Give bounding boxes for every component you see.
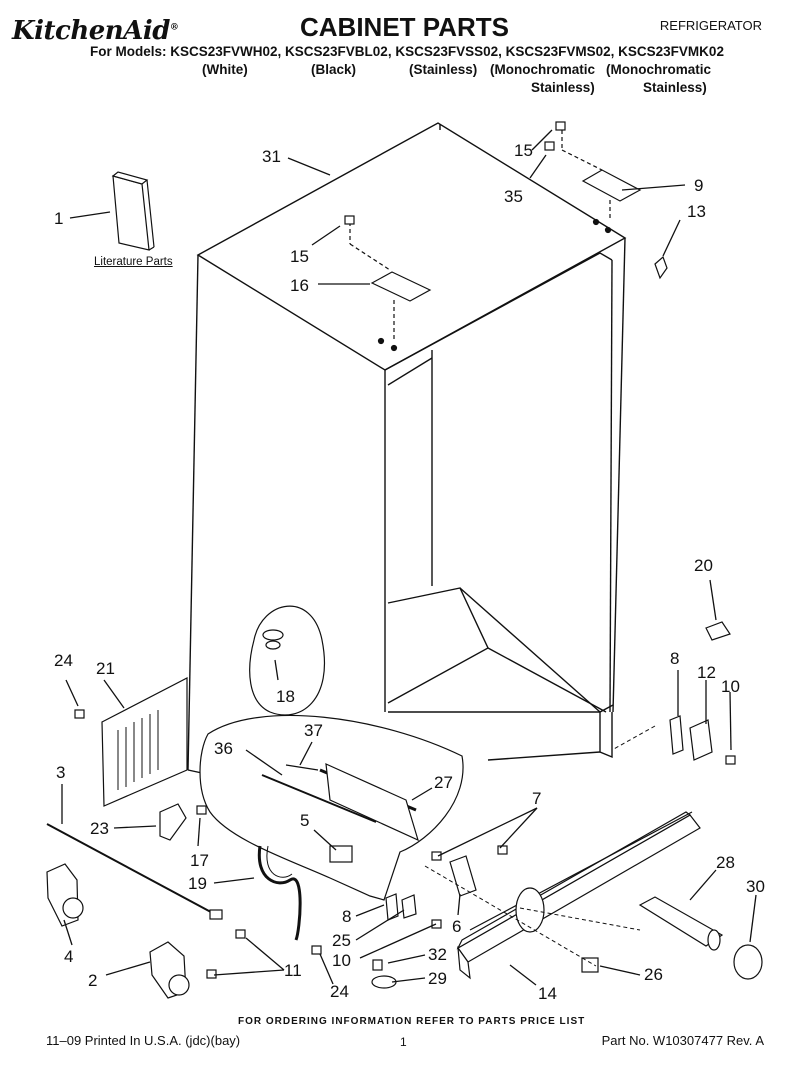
variant-white: (White): [202, 62, 248, 77]
assembly-lines: [424, 725, 656, 967]
inset-detail-18: [249, 605, 325, 716]
callout-6: 6: [452, 917, 462, 936]
callout-10-right: 10: [721, 677, 740, 696]
callout-15-left: 15: [290, 247, 309, 266]
callout-7: 7: [532, 789, 542, 808]
filter-button: [581, 957, 599, 973]
callout-36: 36: [214, 739, 233, 758]
variant-black: (Black): [311, 62, 357, 77]
callout-8-right: 8: [670, 649, 680, 668]
ordering-note: FOR ORDERING INFORMATION REFER TO PARTS …: [238, 1016, 586, 1027]
top-hinge-right: [544, 121, 642, 234]
callout-27: 27: [434, 773, 453, 792]
callout-26: 26: [644, 965, 663, 984]
variant-stainless: (Stainless): [409, 62, 478, 77]
callout-37: 37: [304, 721, 323, 740]
variant-mono2-line2: Stainless): [643, 80, 707, 95]
callout-30: 30: [746, 877, 765, 896]
callout-16: 16: [290, 276, 309, 295]
toe-grille: [456, 811, 701, 980]
callout-10-bottom: 10: [332, 951, 351, 970]
callout-19: 19: [188, 874, 207, 893]
callout-9: 9: [694, 176, 704, 195]
screws: [74, 709, 736, 979]
machine-compartment-inset: [199, 714, 464, 901]
bracket-6: [449, 855, 477, 897]
callout-24-bottom: 24: [330, 982, 349, 1001]
brand-logo: KitchenAid®: [12, 16, 179, 46]
callout-25: 25: [332, 931, 351, 950]
part-number: Part No. W10307477 Rev. A: [601, 1033, 764, 1048]
callout-13: 13: [687, 202, 706, 221]
hinge-bracket-right: [669, 715, 713, 761]
drain-hose: [257, 845, 302, 941]
callout-1: 1: [54, 209, 64, 228]
variant-mono1-line1: (Monochromatic: [490, 62, 596, 77]
page-number: 1: [400, 1035, 407, 1049]
rear-access-panel: [101, 677, 188, 807]
callout-28: 28: [716, 853, 735, 872]
water-filter: [638, 896, 724, 951]
bracket-8-25: [385, 893, 417, 921]
literature-booklet: [111, 171, 155, 251]
cam-part-20: [705, 621, 731, 641]
category-label: REFRIGERATOR: [659, 18, 762, 33]
callout-32: 32: [428, 945, 447, 964]
filter-cap: [733, 944, 763, 980]
roller-bracket: [159, 803, 187, 841]
roller-rear: [149, 941, 190, 999]
callout-15-right: 15: [514, 141, 533, 160]
variant-mono2-line1: (Monochromatic: [606, 62, 712, 77]
callout-35: 35: [504, 187, 523, 206]
callout-11: 11: [284, 961, 302, 980]
page-title: CABINET PARTS: [300, 12, 509, 42]
print-line: 11–09 Printed In U.S.A. (jdc)(bay): [46, 1033, 241, 1048]
literature-parts-label: Literature Parts: [94, 256, 173, 268]
callout-5: 5: [300, 811, 310, 830]
callout-21: 21: [96, 659, 115, 678]
callout-29: 29: [428, 969, 447, 988]
leader-lines: [61, 129, 757, 986]
models-line: For Models: KSCS23FVWH02, KSCS23FVBL02, …: [90, 44, 724, 59]
callout-17: 17: [190, 851, 209, 870]
callout-18: 18: [276, 687, 295, 706]
callout-3: 3: [56, 763, 66, 782]
callout-8-bottom: 8: [342, 907, 352, 926]
variant-mono1-line2: Stainless): [531, 80, 595, 95]
leveling-rod: [46, 823, 223, 920]
callout-31: 31: [262, 147, 281, 166]
roller-front: [46, 863, 84, 927]
callout-2: 2: [88, 971, 98, 990]
door-stop-clip: [654, 255, 668, 280]
callout-23: 23: [90, 819, 109, 838]
refrigerator-cabinet: [187, 122, 627, 786]
callout-24-top: 24: [54, 651, 73, 670]
callout-4: 4: [64, 947, 74, 966]
top-hinge-left: [344, 215, 432, 352]
callout-12: 12: [697, 663, 716, 682]
callout-14: 14: [538, 984, 557, 1003]
callout-20: 20: [694, 556, 713, 575]
